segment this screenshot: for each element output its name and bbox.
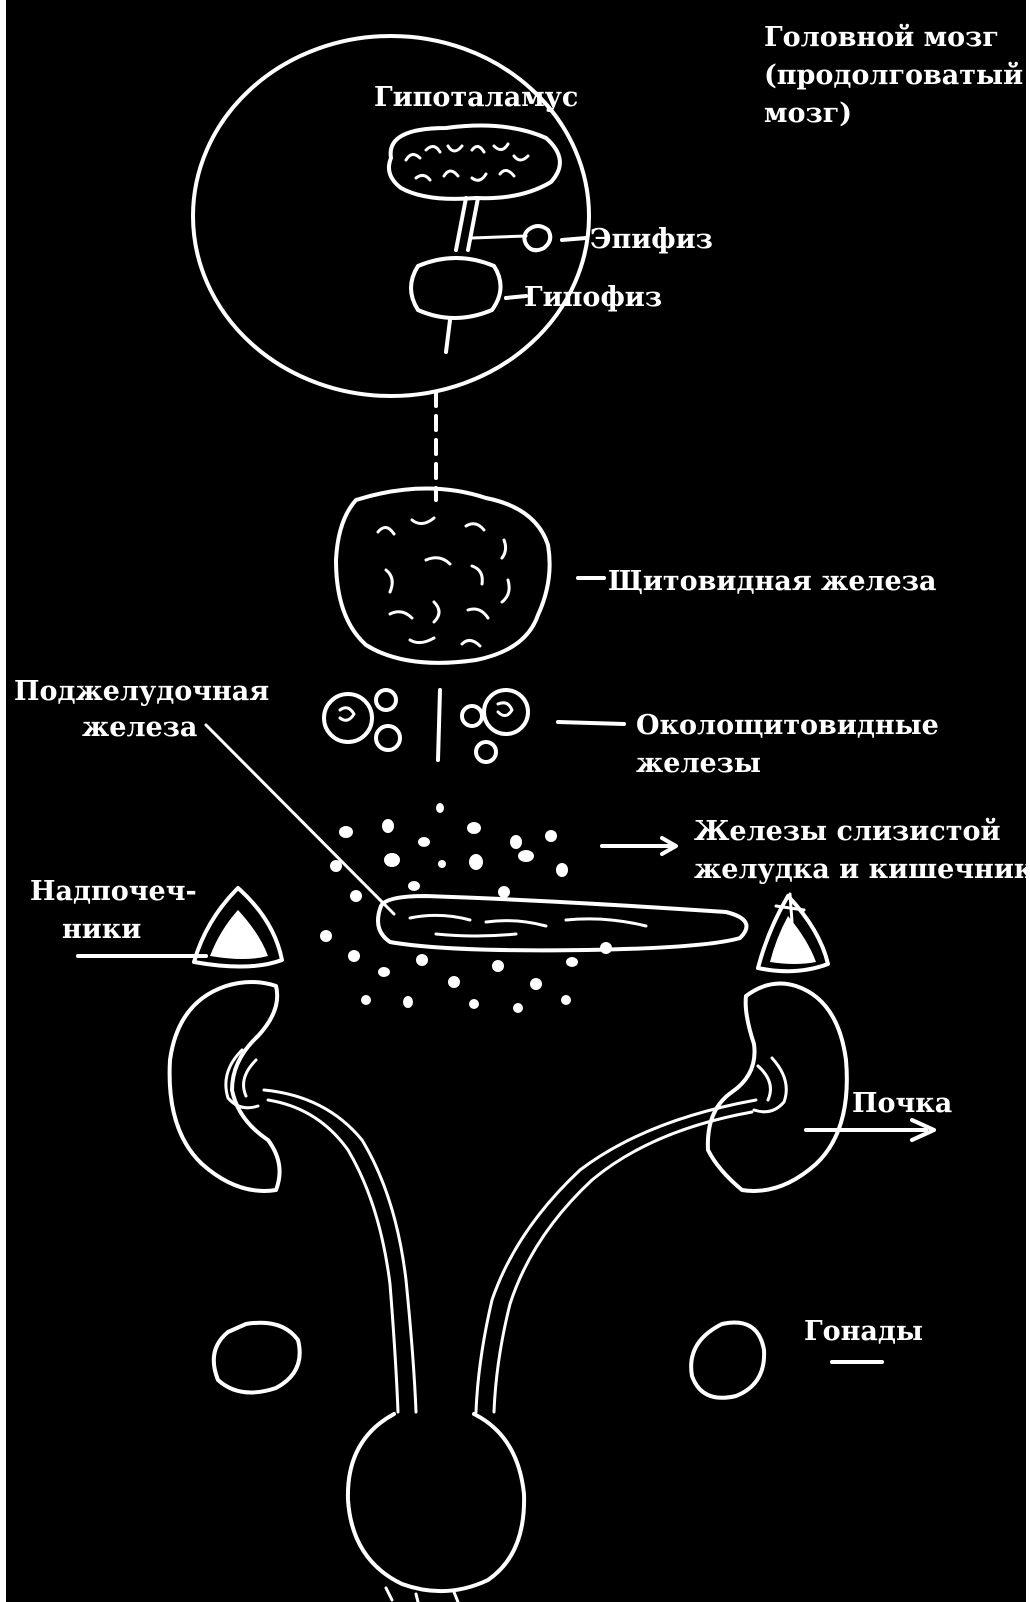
label-brain-line2: (продолговатый: [764, 60, 1023, 91]
hypothalamus-shape: [389, 126, 560, 199]
pancreas-shape: [378, 896, 746, 950]
label-parathyroid-line1: Околощитовидные: [636, 710, 939, 741]
label-pancreas-line1: Поджелудочная: [14, 676, 269, 707]
label-hypophysis: Гипофиз: [524, 282, 662, 313]
kidney-right-hilum: [754, 1058, 786, 1112]
label-brain-line1: Головной мозг: [764, 22, 999, 53]
kidney-pointer: [806, 1120, 934, 1140]
diagram-frame: Головной мозг (продолговатый мозг) Гипот…: [6, 0, 1026, 1602]
label-gonads: Гонады: [804, 1316, 923, 1347]
label-kidney: Почка: [852, 1088, 952, 1119]
label-hypothalamus: Гипоталамус: [374, 82, 578, 113]
hypophysis-tail: [446, 320, 450, 352]
bladder: [348, 1414, 524, 1591]
epiphysis-pointer: [562, 238, 586, 240]
adrenal-right-tuft: [776, 894, 804, 922]
gastric-pointer: [602, 838, 676, 854]
label-pancreas-line2: железа: [82, 712, 197, 743]
hypophysis-pointer: [506, 296, 526, 298]
parathyroid-shapes: [324, 690, 528, 762]
kidney-right: [708, 984, 847, 1191]
label-gastric-line1: Железы слизистой: [694, 816, 1000, 847]
gonad-right: [691, 1322, 764, 1397]
thyroid-shape: [336, 488, 550, 662]
gastric-glands-dots: [320, 803, 612, 1013]
label-epiphysis: Эпифиз: [590, 224, 713, 255]
label-thyroid: Щитовидная железа: [608, 566, 936, 597]
label-adrenal-line1: Надпочеч-: [30, 876, 197, 907]
label-gastric-line2: желудка и кишечника: [694, 854, 1026, 885]
pituitary-stalk: [456, 198, 478, 250]
label-brain-line3: мозг): [764, 98, 852, 129]
endocrine-system-diagram: Головной мозг (продолговатый мозг) Гипот…: [6, 0, 1026, 1602]
epiphysis-connector: [472, 236, 526, 238]
adrenal-left-fill: [210, 910, 268, 959]
hypophysis-shape: [411, 258, 501, 318]
epiphysis-shape: [524, 226, 550, 250]
ureter-left-inner: [268, 1100, 398, 1412]
pancreas-pointer: [206, 725, 394, 914]
parathyroid-pointer: [558, 722, 624, 724]
label-parathyroid-line2: железы: [636, 748, 761, 779]
gonad-left: [214, 1323, 300, 1393]
ureter-right: [476, 1100, 756, 1412]
label-adrenal-line2: ники: [62, 914, 141, 945]
